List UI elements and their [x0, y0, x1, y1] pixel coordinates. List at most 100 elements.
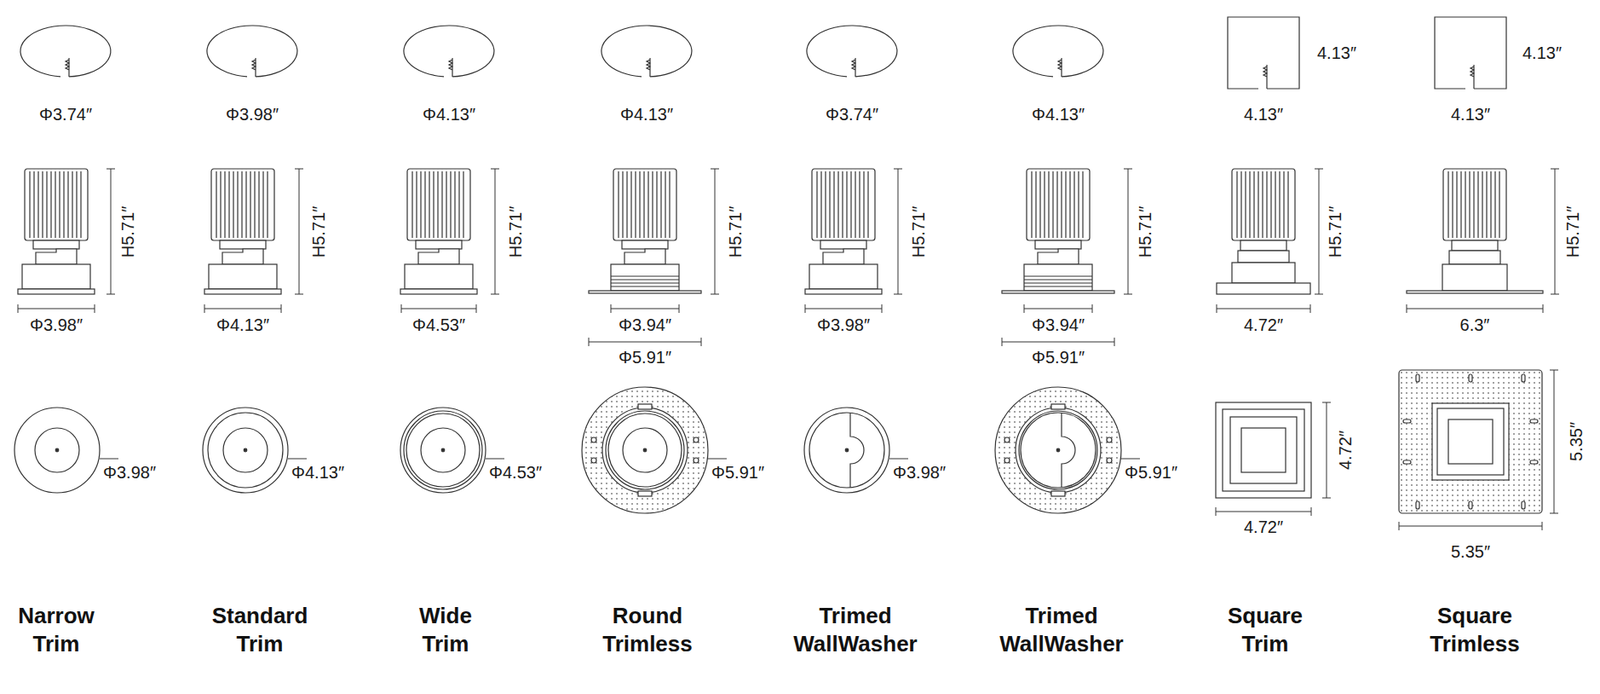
plan-views — [1215, 402, 1312, 498]
dimension-label: Φ5.91″ — [1031, 347, 1085, 367]
plan-views — [1468, 374, 1473, 382]
plan-views — [14, 369, 1543, 513]
plan-views — [1398, 369, 1543, 513]
width-dimension-line — [17, 304, 1543, 346]
plan-views — [804, 407, 890, 493]
plan-views — [441, 448, 445, 452]
dimension-label: H5.71″ — [909, 206, 928, 258]
dimension-label: Φ4.53″ — [489, 462, 542, 482]
dimension-label: Φ4.13″ — [1031, 104, 1085, 124]
cutout-views — [1434, 17, 1507, 89]
side-views — [204, 168, 282, 294]
plan-views — [1468, 500, 1473, 509]
plan-views — [1004, 437, 1010, 443]
plan-views — [638, 403, 652, 409]
cutout-views — [20, 25, 111, 77]
dimension-label: Φ4.53″ — [412, 315, 466, 334]
side-views — [17, 168, 1543, 294]
drawing-lines — [14, 17, 1560, 530]
plan-views — [243, 448, 248, 452]
plan-views — [400, 407, 486, 493]
product-name: Round Trimless — [602, 601, 693, 657]
plan-views — [1530, 419, 1538, 423]
plan-views — [420, 427, 466, 472]
plan-views — [995, 386, 1122, 513]
cutout-views — [1012, 25, 1104, 77]
dimension-label: 4.13″ — [1243, 104, 1284, 124]
dimension-label: Φ3.98″ — [29, 315, 83, 334]
side-views — [1406, 168, 1543, 294]
plan-views — [1403, 460, 1411, 464]
dimension-label: 5.35″ — [1450, 541, 1491, 561]
plan-views — [1530, 460, 1538, 464]
plan-views — [1018, 410, 1098, 490]
plan-views — [403, 410, 483, 490]
plan-views — [1398, 369, 1543, 513]
dimension-label: Φ4.13″ — [216, 315, 270, 334]
plan-views — [1403, 419, 1411, 423]
plan-views — [1106, 457, 1112, 463]
dimension-label: Φ3.98″ — [225, 104, 279, 124]
product-name: Standard Trim — [212, 601, 309, 657]
side-views — [17, 168, 95, 294]
plan-views — [638, 490, 652, 496]
plan-views — [14, 407, 100, 493]
plan-views — [1415, 374, 1420, 382]
plan-views — [202, 407, 288, 493]
product-name: Narrow Trim — [17, 601, 95, 657]
product-name: Square Trimless — [1429, 601, 1520, 657]
plan-views — [1521, 500, 1526, 509]
plan-views — [1448, 419, 1493, 464]
plan-views — [1004, 457, 1010, 463]
plan-views — [223, 427, 268, 472]
plan-views — [995, 386, 1122, 513]
plan-views — [406, 413, 480, 487]
plan-views — [809, 412, 885, 488]
plan-views — [1106, 437, 1112, 443]
plan-views — [1222, 408, 1305, 491]
plan-views — [581, 386, 708, 513]
dimension-label: 4.13″ — [1522, 43, 1562, 63]
dimension-label: Φ3.98″ — [817, 315, 870, 334]
dimension-label: 4.72″ — [1243, 315, 1284, 334]
plan-views — [1215, 402, 1312, 498]
dimension-label: H5.71″ — [309, 206, 329, 258]
plan-views — [1020, 412, 1096, 488]
dimension-label: H5.71″ — [118, 206, 138, 258]
plan-views — [591, 457, 597, 463]
plan-views — [1051, 403, 1065, 409]
dimension-label: Φ5.91″ — [618, 347, 672, 367]
product-name: Trimed WallWasher — [999, 601, 1123, 657]
plan-views — [608, 413, 682, 487]
dimension-label: Φ4.13″ — [291, 462, 345, 482]
cutout-views — [207, 25, 298, 77]
plan-views — [693, 437, 699, 443]
plan-views — [202, 407, 288, 493]
leader-line — [99, 458, 1140, 460]
product-name: Square Trim — [1227, 601, 1303, 657]
dimension-label: Φ3.74″ — [39, 104, 93, 124]
dimension-label: H5.71″ — [1563, 206, 1583, 258]
plan-views — [1051, 490, 1065, 496]
plan-views — [605, 410, 685, 490]
plan-views — [643, 448, 647, 452]
dimension-label: Φ3.98″ — [892, 462, 946, 482]
plan-views — [1521, 374, 1526, 382]
plan-views — [581, 386, 708, 513]
dimension-label: H5.71″ — [725, 206, 745, 258]
dimension-label: Φ3.94″ — [1031, 315, 1085, 334]
plan-views — [591, 437, 597, 443]
plan-views — [1437, 408, 1504, 475]
dimension-label: 5.35″ — [1566, 421, 1586, 461]
height-dimension-line — [106, 168, 1560, 294]
plan-dimension-line — [1215, 369, 1559, 530]
dimension-label: Φ4.13″ — [620, 104, 674, 124]
dimension-label: 4.72″ — [1335, 430, 1355, 470]
cutout-views — [20, 17, 1507, 89]
dimension-label: Φ3.74″ — [825, 104, 879, 124]
plan-views — [1015, 407, 1101, 493]
plan-views — [400, 407, 486, 493]
dimension-label: Φ5.91″ — [711, 462, 765, 482]
cutout-views — [403, 25, 495, 77]
